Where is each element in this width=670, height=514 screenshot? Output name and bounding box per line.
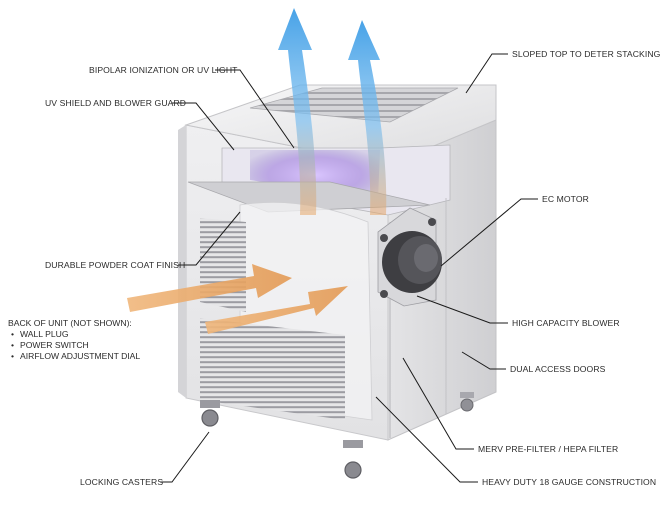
label-uv-shield: UV SHIELD AND BLOWER GUARD bbox=[45, 98, 186, 109]
label-powder-coat: DURABLE POWDER COAT FINISH bbox=[45, 260, 185, 271]
label-ec-motor: EC MOTOR bbox=[542, 194, 589, 205]
leader-casters bbox=[160, 432, 209, 482]
caster-front-left bbox=[200, 400, 220, 426]
back-of-unit-item: AIRFLOW ADJUSTMENT DIAL bbox=[20, 351, 140, 362]
back-of-unit-list: WALL PLUG POWER SWITCH AIRFLOW ADJUSTMEN… bbox=[8, 329, 140, 362]
label-dual-access-doors: DUAL ACCESS DOORS bbox=[510, 364, 605, 375]
back-of-unit-note: BACK OF UNIT (NOT SHOWN): WALL PLUG POWE… bbox=[8, 318, 140, 362]
label-locking-casters: LOCKING CASTERS bbox=[80, 477, 163, 488]
back-of-unit-item: POWER SWITCH bbox=[20, 340, 140, 351]
caster-front-right bbox=[343, 440, 363, 478]
label-merv-hepa-filter: MERV PRE-FILTER / HEPA FILTER bbox=[478, 444, 618, 455]
caster-rear-right bbox=[460, 392, 474, 411]
label-sloped-top: SLOPED TOP TO DETER STACKING bbox=[512, 49, 660, 60]
label-high-capacity-blower: HIGH CAPACITY BLOWER bbox=[512, 318, 620, 329]
back-of-unit-item: WALL PLUG bbox=[20, 329, 140, 340]
back-of-unit-heading: BACK OF UNIT (NOT SHOWN): bbox=[8, 318, 140, 329]
label-18-gauge-construction: HEAVY DUTY 18 GAUGE CONSTRUCTION bbox=[482, 477, 656, 488]
label-bipolar-ionization: BIPOLAR IONIZATION OR UV LIGHT bbox=[89, 65, 237, 76]
